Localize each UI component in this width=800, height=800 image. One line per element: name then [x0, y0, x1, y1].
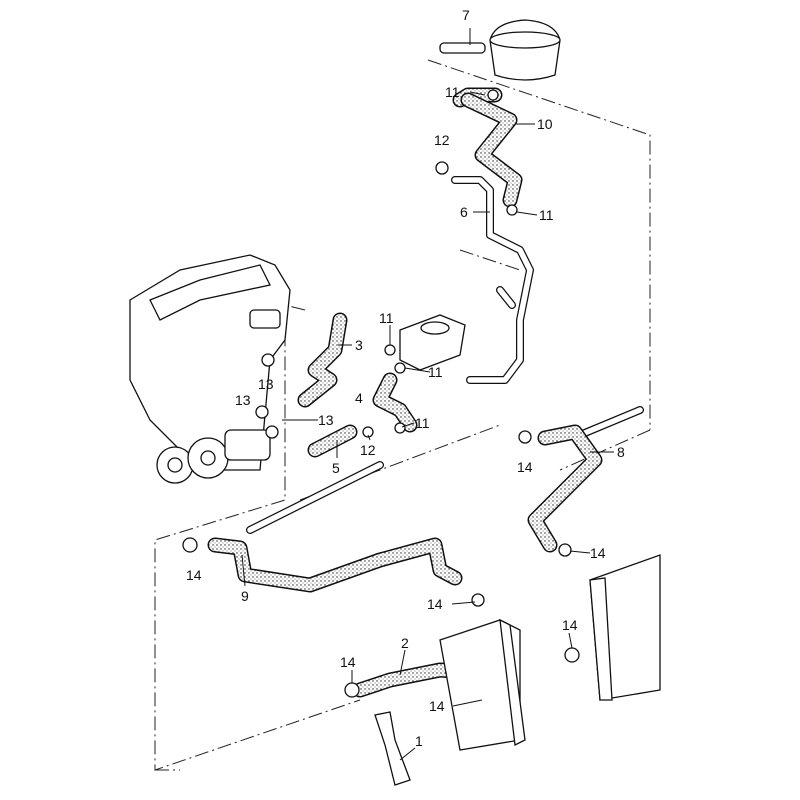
callout-14: 14 — [186, 567, 202, 583]
callout-9: 9 — [241, 588, 249, 604]
callout-12: 12 — [434, 132, 450, 148]
callout-4: 4 — [355, 390, 363, 406]
callout-6: 6 — [460, 204, 468, 220]
heater-valve — [399, 314, 466, 371]
callout-labels: 7 11 10 12 6 11 11 3 11 13 13 13 4 11 12… — [186, 7, 625, 749]
engine-block — [129, 254, 291, 484]
leader-lines — [241, 28, 614, 761]
coolant-pipe-6 — [451, 176, 534, 384]
expansion-tank — [439, 19, 561, 81]
callout-8: 8 — [617, 444, 625, 460]
bleed-pipe — [246, 406, 644, 534]
callout-11: 11 — [379, 310, 394, 326]
callout-13: 13 — [318, 412, 334, 428]
callout-13: 13 — [258, 376, 274, 392]
callout-14: 14 — [429, 698, 445, 714]
radiator-right — [589, 554, 661, 701]
callout-10: 10 — [537, 116, 553, 132]
callout-12: 12 — [360, 442, 376, 458]
callout-2: 2 — [401, 635, 409, 651]
callout-7: 7 — [462, 7, 470, 23]
callout-3: 3 — [355, 337, 363, 353]
callout-1: 1 — [415, 733, 423, 749]
callout-11: 11 — [415, 415, 430, 431]
callout-11: 11 — [445, 84, 460, 100]
callout-11: 11 — [539, 207, 554, 223]
callout-11: 11 — [428, 364, 443, 380]
assembly-boundary-lines — [154, 59, 651, 771]
hose-clamps — [182, 89, 580, 706]
callout-14: 14 — [340, 654, 356, 670]
callout-14: 14 — [427, 596, 443, 612]
callout-13: 13 — [235, 392, 251, 408]
callout-14: 14 — [517, 459, 533, 475]
hoses — [207, 87, 603, 698]
radiator-left — [439, 618, 526, 751]
bracket-1 — [374, 711, 411, 786]
callout-5: 5 — [332, 460, 340, 476]
callout-14: 14 — [562, 617, 578, 633]
callout-14: 14 — [590, 545, 606, 561]
